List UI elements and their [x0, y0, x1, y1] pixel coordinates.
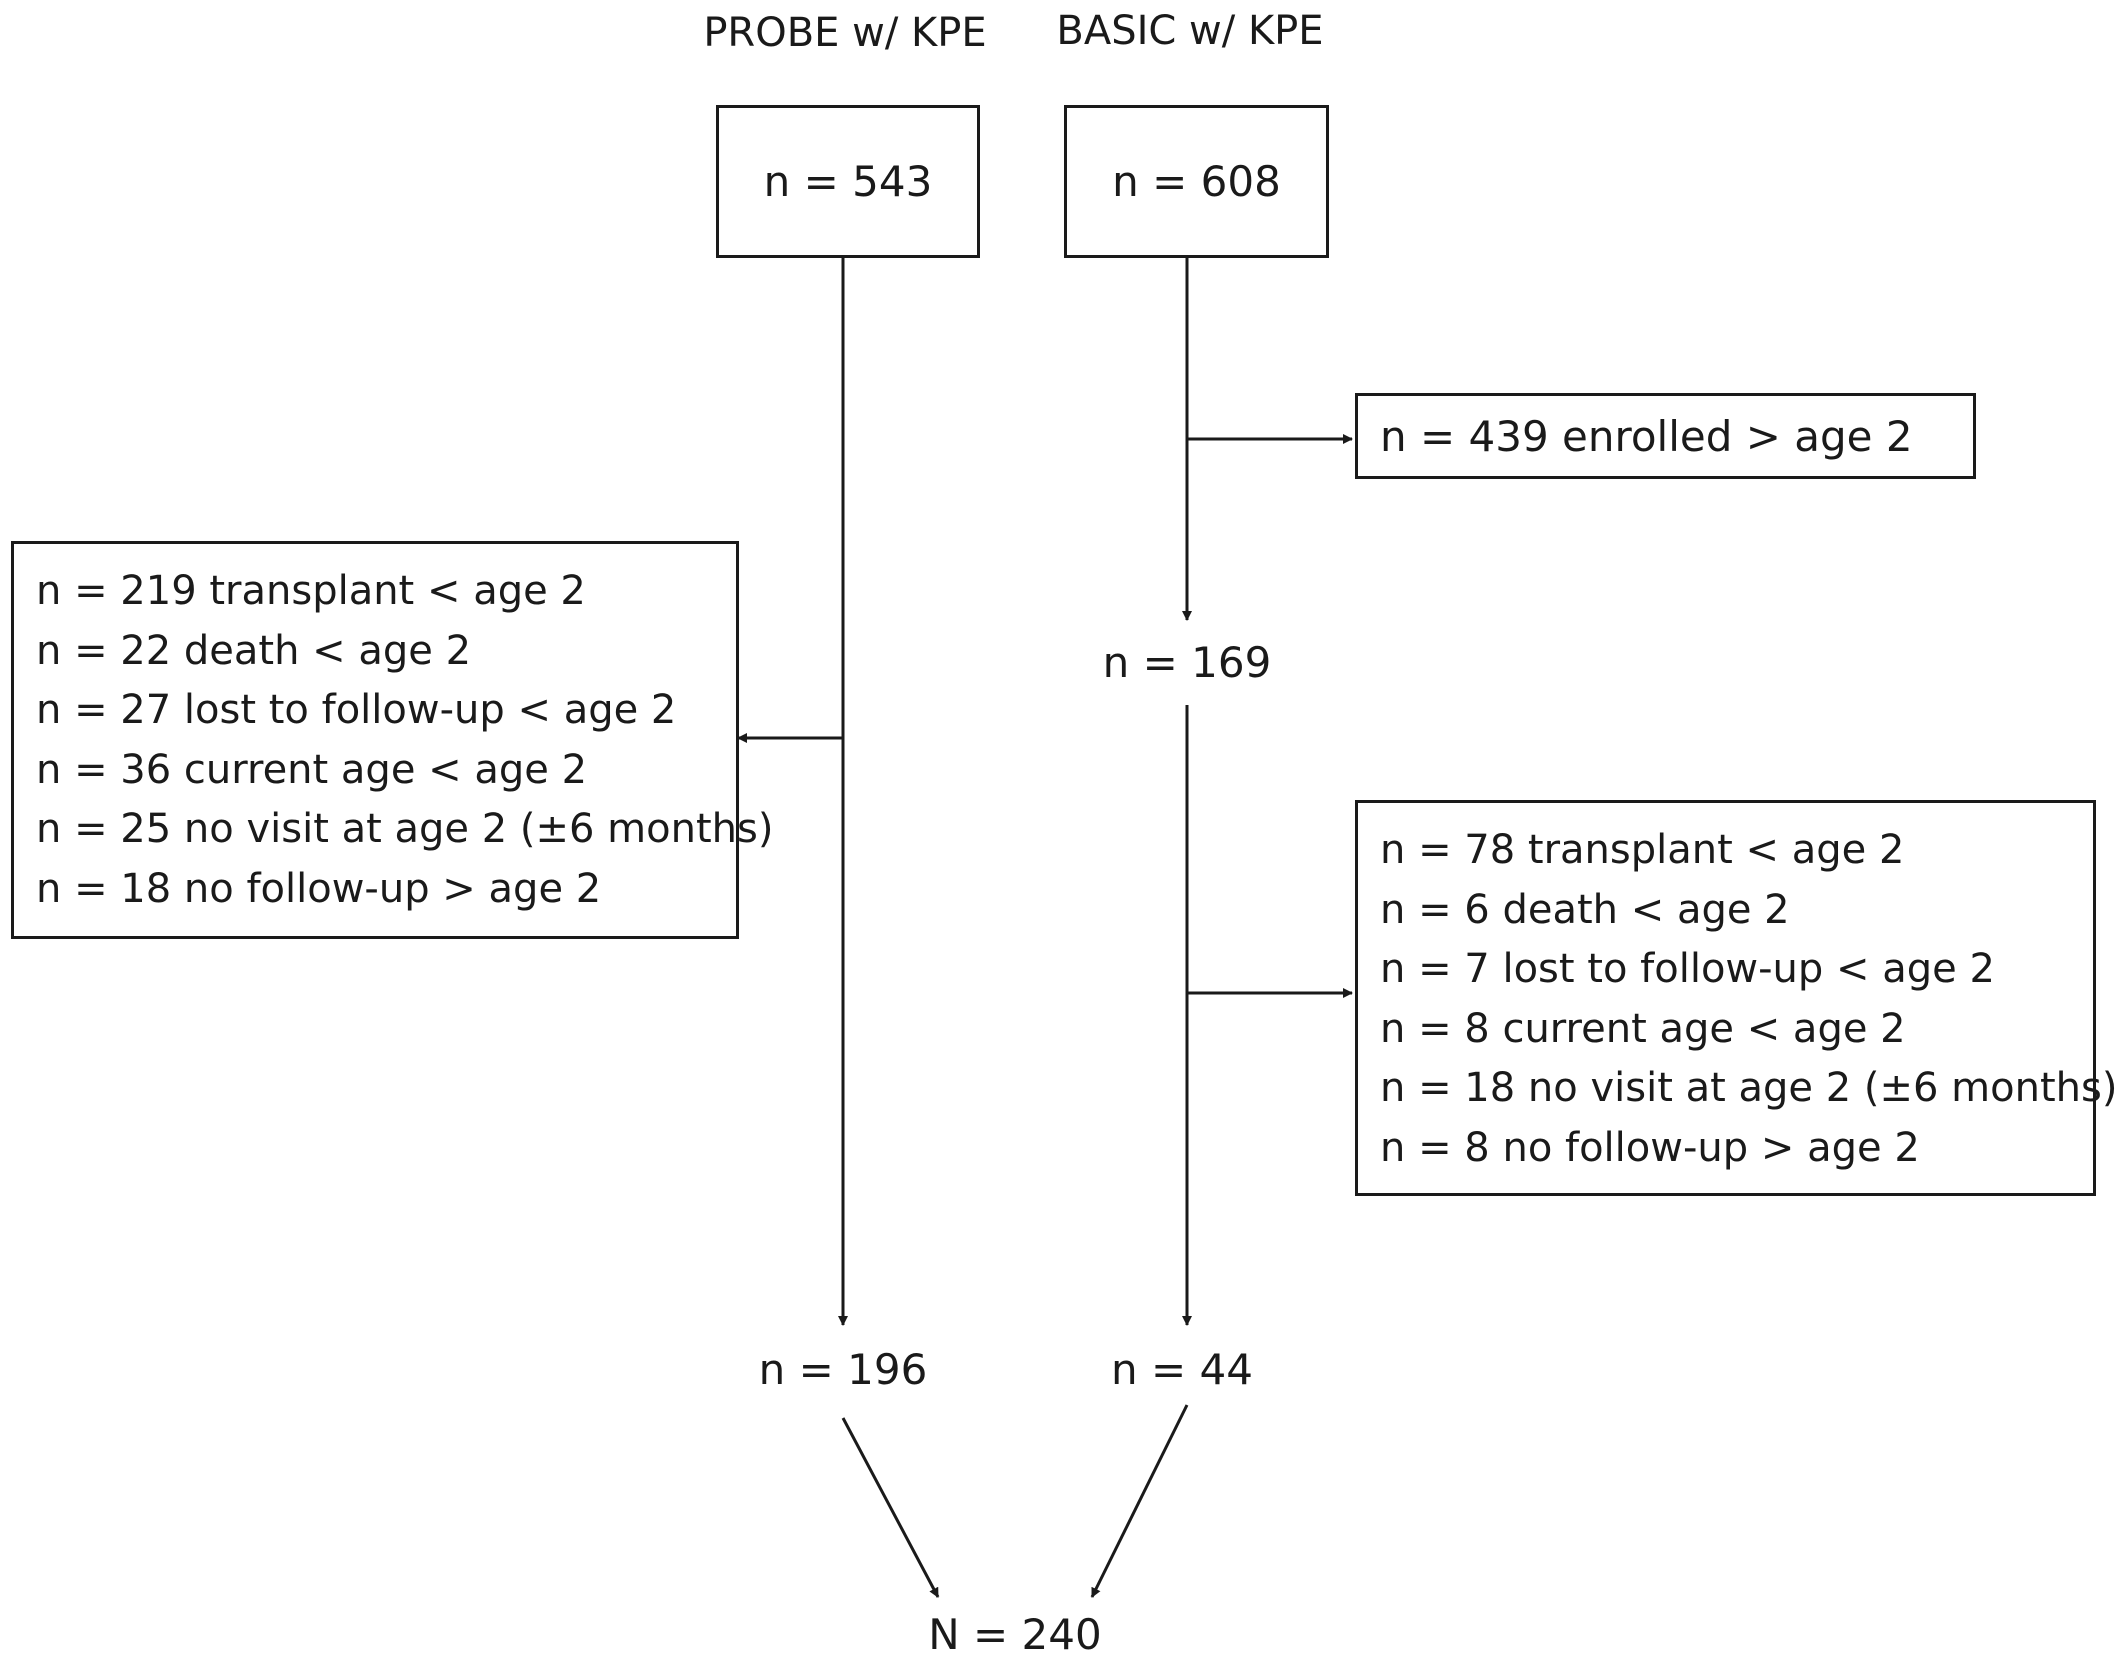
basic-middle-count: n = 169 — [1102, 638, 1272, 687]
probe-end-count: n = 196 — [758, 1345, 928, 1394]
basic-exclusion-item: n = 18 no visit at age 2 (±6 months) — [1380, 1065, 2117, 1111]
probe-to-total-arrow — [841, 1417, 940, 1598]
basic-start-box: n = 608 — [1064, 105, 1329, 258]
basic-exclusion-item: n = 8 no follow-up > age 2 — [1380, 1124, 1920, 1171]
probe-exclusion-item: n = 27 lost to follow-up < age 2 — [36, 687, 677, 733]
probe-exclusion-item: n = 25 no visit at age 2 (±6 months) — [36, 806, 774, 852]
basic-exclusion-box: n = 78 transplant < age 2 n = 6 death < … — [1355, 800, 2117, 1196]
basic-enrolled-text: n = 439 enrolled > age 2 — [1380, 411, 1913, 461]
basic-enrolled-box: n = 439 enrolled > age 2 — [1355, 393, 1976, 479]
probe-start-count: n = 543 — [763, 157, 933, 206]
basic-start-count: n = 608 — [1112, 157, 1281, 206]
probe-exclusion-item: n = 219 transplant < age 2 — [36, 568, 586, 614]
basic-exclusion-item: n = 6 death < age 2 — [1380, 886, 1790, 933]
basic-heading: BASIC w/ KPE — [1056, 8, 1324, 54]
probe-exclusion-box: n = 219 transplant < age 2 n = 22 death … — [11, 541, 774, 939]
probe-heading: PROBE w/ KPE — [703, 10, 987, 56]
basic-to-total-arrow — [1090, 1404, 1189, 1598]
total-count: N = 240 — [928, 1610, 1102, 1659]
probe-start-box: n = 543 — [716, 105, 980, 258]
basic-end-count: n = 44 — [1111, 1345, 1253, 1394]
basic-exclusion-item: n = 78 transplant < age 2 — [1380, 827, 1905, 873]
probe-exclusion-item: n = 22 death < age 2 — [36, 627, 472, 674]
probe-exclusion-item: n = 36 current age < age 2 — [36, 746, 588, 793]
basic-exclusion-item: n = 7 lost to follow-up < age 2 — [1380, 946, 1995, 992]
basic-exclusion-item: n = 8 current age < age 2 — [1380, 1005, 1906, 1052]
probe-exclusion-item: n = 18 no follow-up > age 2 — [36, 865, 602, 912]
